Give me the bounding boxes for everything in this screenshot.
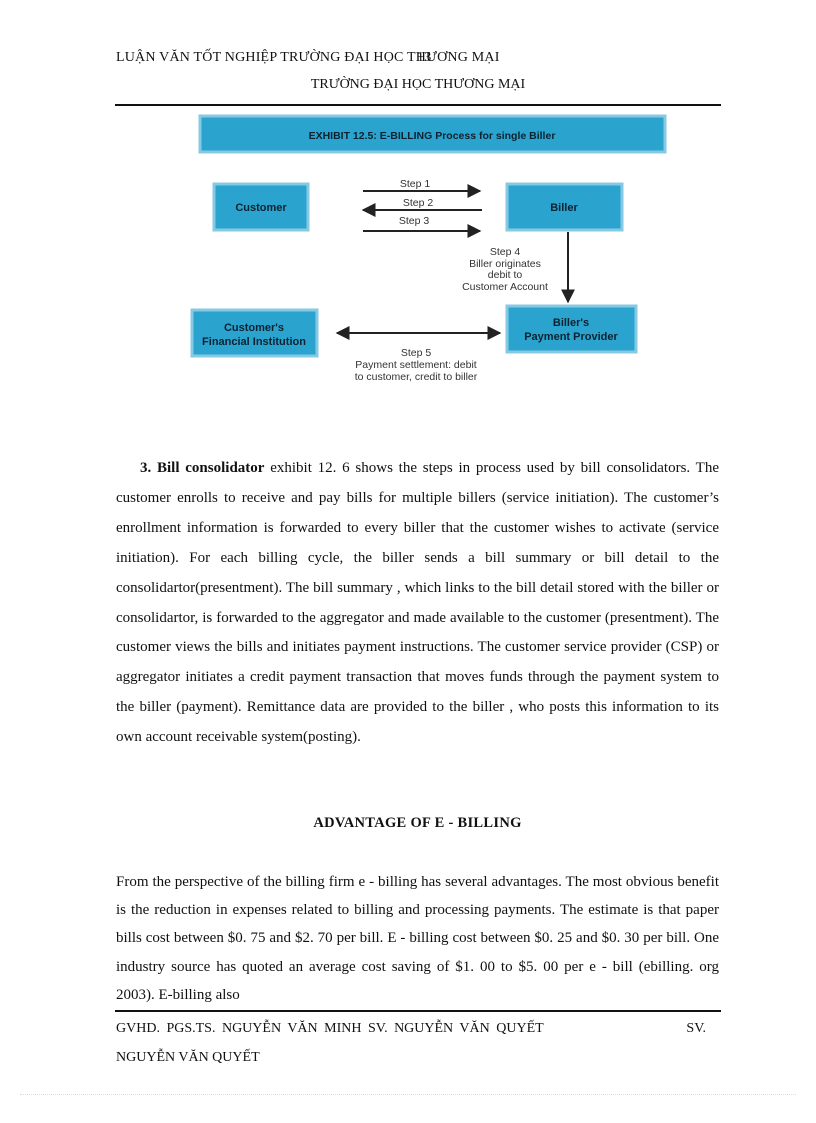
- paragraph-advantages: From the perspective of the billing firm…: [116, 874, 719, 1003]
- footer-supervisor: GVHD. PGS.TS. NGUYỄN VĂN MINH SV. NGUYỄN…: [116, 1021, 544, 1036]
- paragraph-body: exhibit 12. 6 shows the steps in process…: [116, 460, 719, 746]
- biller-label: Biller: [550, 202, 578, 214]
- running-header: LUẬN VĂN TỐT NGHIỆP TRƯỜNG ĐẠI HỌC THƯƠN…: [116, 50, 500, 66]
- biller-box: [505, 182, 624, 232]
- step1-label: Step 1: [400, 178, 431, 190]
- paragraph-bill-consolidator: 3. Bill consolidator exhibit 12. 6 shows…: [116, 454, 719, 753]
- footer-student-prefix: SV.: [686, 1021, 706, 1036]
- step5-label-line3: to customer, credit to biller: [355, 371, 478, 383]
- footer-rule: [115, 1010, 721, 1012]
- step5-label-line2: Payment settlement: debit: [355, 359, 476, 371]
- step3-label: Step 3: [399, 215, 430, 227]
- header-rule: [115, 104, 721, 106]
- page-number: 13: [417, 50, 432, 65]
- diagram-title-box: [198, 114, 667, 154]
- customer-financial-institution-box: [190, 308, 319, 358]
- cfi-label-line2: Financial Institution: [202, 336, 306, 348]
- bpp-label-line1: Biller's: [553, 317, 589, 329]
- step4-label-line2: Biller originates: [469, 258, 541, 270]
- e-billing-process-diagram: EXHIBIT 12.5: E-BILLING Process for sing…: [190, 114, 667, 383]
- step4-label-line4: Customer Account: [462, 281, 548, 293]
- step4-label-line1: Step 4: [490, 246, 521, 258]
- running-header-title: LUẬN VĂN TỐT NGHIỆP TRƯỜNG ĐẠI HỌC THƯƠN…: [116, 50, 500, 65]
- bpp-label-line2: Payment Provider: [524, 331, 618, 343]
- cfi-label-line1: Customer's: [224, 322, 284, 334]
- customer-box: [212, 182, 310, 232]
- diagram-title: EXHIBIT 12.5: E-BILLING Process for sing…: [309, 130, 556, 142]
- step2-label: Step 2: [403, 197, 434, 209]
- footer-student-name: NGUYỄN VĂN QUYẾT: [116, 1050, 260, 1065]
- page-edge-dotted-line: [20, 1094, 796, 1095]
- step4-label-line3: debit to: [488, 269, 523, 281]
- customer-label: Customer: [235, 202, 287, 214]
- step5-label-line1: Step 5: [401, 347, 432, 359]
- paragraph-lead: 3. Bill consolidator: [140, 460, 265, 476]
- billers-payment-provider-box: [505, 304, 638, 354]
- running-footer: GVHD. PGS.TS. NGUYỄN VĂN MINH SV. NGUYỄN…: [116, 1014, 706, 1072]
- running-header-subtitle: TRƯỜNG ĐẠI HỌC THƯƠNG MẠI: [310, 77, 526, 92]
- section-heading: ADVANTAGE OF E - BILLING: [313, 815, 522, 831]
